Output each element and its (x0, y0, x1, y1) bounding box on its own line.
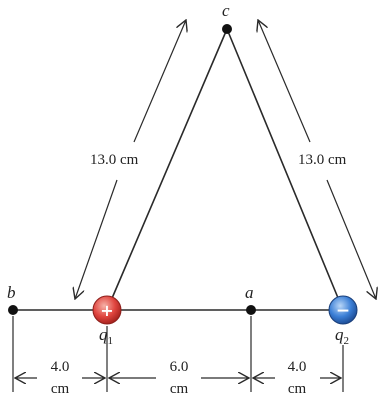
right-dimension-label: 13.0 cm (298, 152, 347, 168)
dim-q1-a-value: 6.0 (170, 359, 189, 375)
label-c: c (222, 1, 230, 20)
dim-a-q2-unit: cm (288, 381, 307, 397)
point-b (8, 305, 18, 315)
left-dimension-arrow-lower (75, 179, 118, 299)
dim-q1-a-unit: cm (170, 381, 189, 397)
label-q1: q1 (99, 325, 113, 347)
label-b: b (7, 283, 16, 302)
left-dimension-arrow-upper (133, 20, 186, 143)
dim-b-q1-unit: cm (51, 381, 70, 397)
label-q1-sub: 1 (108, 335, 114, 347)
label-q2-sub: 2 (344, 335, 350, 347)
label-q2: q2 (335, 325, 349, 347)
side-c-to-q2 (226, 28, 344, 311)
label-q1-letter: q (99, 325, 108, 344)
right-dimension-arrow-lower (326, 179, 376, 299)
charge-q2-sign: − (336, 301, 350, 321)
label-q2-letter: q (335, 325, 344, 344)
dim-a-q2-value: 4.0 (288, 359, 307, 375)
charge-q1-sign: + (100, 301, 113, 320)
side-q1-to-c (106, 28, 228, 311)
point-c (222, 24, 232, 34)
charge-q1 (92, 295, 122, 325)
left-dimension-label: 13.0 cm (90, 152, 139, 168)
right-dimension-arrow-upper (258, 20, 311, 143)
dim-b-q1-value: 4.0 (51, 359, 70, 375)
point-a (246, 305, 256, 315)
charge-q2 (328, 295, 358, 325)
label-a: a (245, 283, 254, 302)
